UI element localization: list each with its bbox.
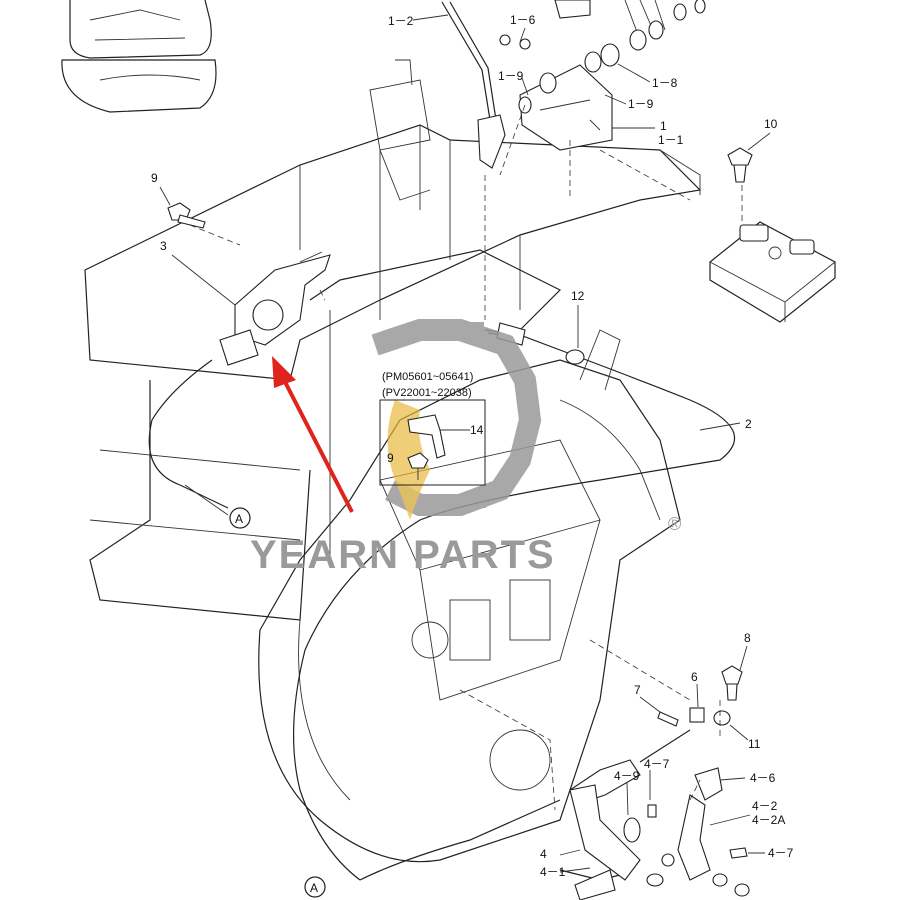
bolt-9 — [167, 202, 206, 229]
small-parts — [657, 665, 743, 727]
reference-a-circle-2 — [304, 876, 326, 898]
callout-1-6: 1－6 — [510, 13, 536, 27]
callout-1: 1 — [660, 119, 667, 133]
watermark-registered: ® — [668, 514, 681, 534]
watermark-logo — [371, 319, 542, 520]
callout-2: 2 — [745, 417, 752, 431]
lever-assembly — [369, 0, 706, 201]
serial-range-1: (PM05601~05641) — [382, 371, 473, 383]
callout-4-2: 4－2 — [752, 799, 778, 813]
callout-9-inset: 9 — [387, 451, 394, 465]
callout-a-1: A — [235, 512, 243, 526]
callout-8: 8 — [744, 631, 751, 645]
callout-4-2a: 4－2A — [752, 813, 785, 827]
governor-actuator — [219, 251, 331, 366]
linkage-bracket — [569, 767, 750, 897]
callout-1-9-upper: 1－9 — [498, 69, 524, 83]
callout-4-1: 4－1 — [540, 865, 566, 879]
callout-1-9-right: 1－9 — [628, 97, 654, 111]
detail-inset — [379, 399, 486, 486]
callout-12: 12 — [571, 289, 585, 303]
callout-1-2: 1－2 — [388, 14, 414, 28]
serial-range-2: (PV22001~22038) — [382, 387, 472, 399]
highlight-arrow — [272, 356, 354, 513]
callout-9-left: 9 — [151, 171, 158, 185]
callout-11: 11 — [748, 737, 761, 751]
callout-4: 4 — [540, 847, 547, 861]
callout-1-1: 1－1 — [658, 133, 684, 147]
engine-block — [258, 329, 681, 863]
throttle-cable — [148, 322, 736, 881]
operator-seat — [61, 0, 217, 113]
callout-6: 6 — [691, 670, 698, 684]
callout-7: 7 — [634, 683, 641, 697]
callout-a-2: A — [310, 881, 318, 895]
callout-4-7-lower: 4－7 — [768, 846, 794, 860]
reference-a-circle-1 — [229, 507, 251, 529]
control-console — [709, 221, 836, 323]
callout-14: 14 — [470, 423, 484, 437]
callout-4-9: 4－9 — [614, 769, 640, 783]
guide-lines — [189, 104, 743, 811]
watermark-brand: YEARN PARTS — [250, 533, 556, 577]
callout-3: 3 — [160, 239, 167, 253]
callout-4-6: 4－6 — [750, 771, 776, 785]
callout-1-8: 1－8 — [652, 76, 678, 90]
leader-lines — [159, 14, 771, 873]
callout-4-7-upper: 4－7 — [644, 757, 670, 771]
lower-linkage-cable — [359, 729, 691, 900]
bolt-10 — [727, 147, 753, 183]
callout-10: 10 — [764, 117, 778, 131]
